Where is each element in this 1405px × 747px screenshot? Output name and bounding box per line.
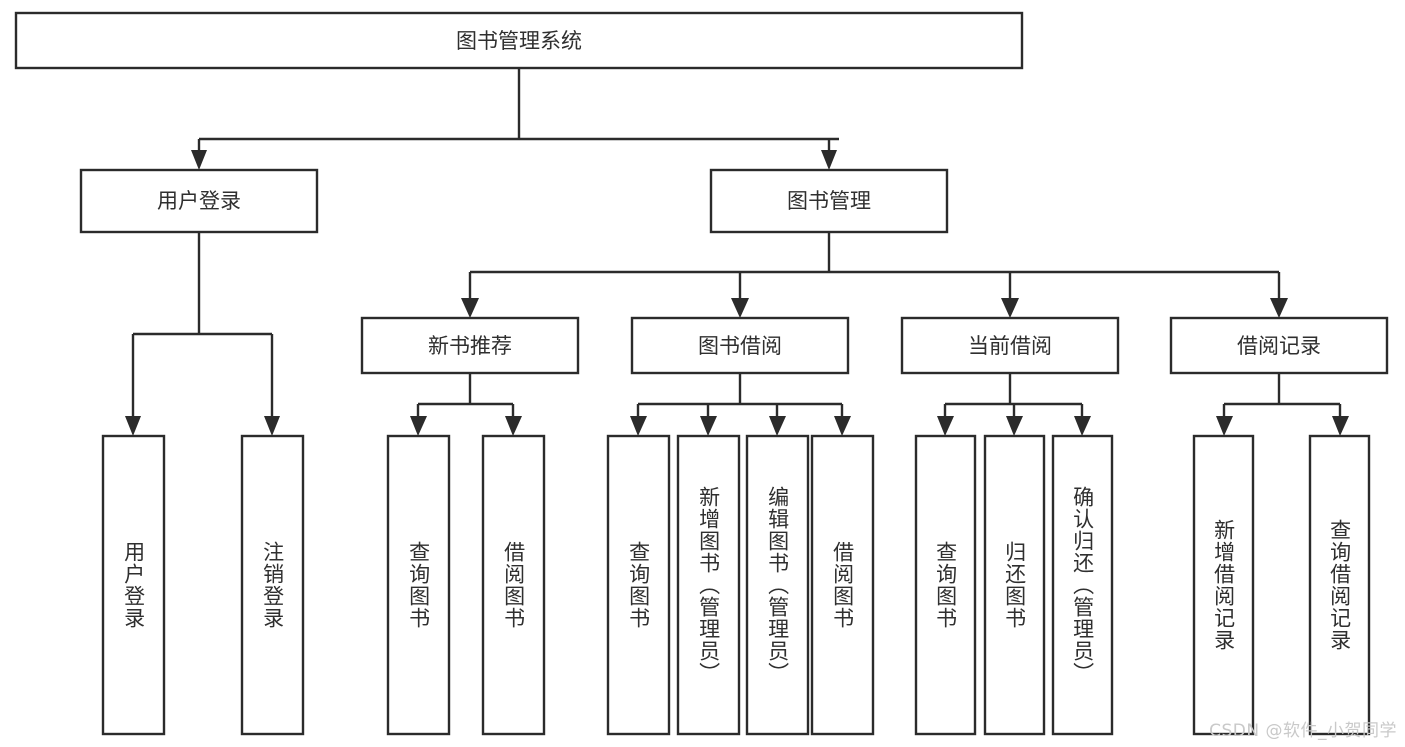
node-box-leaf-borrow-book-rec[interactable]: [481, 434, 546, 736]
arrowhead-new-book-rec: [461, 298, 479, 318]
node-box-leaf-user-login[interactable]: [101, 434, 166, 736]
node-box-leaf-logout[interactable]: [240, 434, 305, 736]
arrowhead-leaf-query-borrow-record: [1332, 416, 1349, 436]
node-box-borrow-record[interactable]: [1169, 316, 1389, 375]
node-label-borrow-record: 借阅记录: [1237, 334, 1321, 358]
node-box-user-login[interactable]: [79, 168, 319, 234]
node-box-leaf-borrow-book[interactable]: [810, 434, 875, 736]
arrowhead-borrow-record: [1270, 298, 1288, 318]
arrowhead-leaf-confirm-return-admin: [1074, 416, 1091, 436]
arrowhead-leaf-add-borrow-record: [1216, 416, 1233, 436]
node-label-book-borrow: 图书借阅: [698, 334, 782, 358]
node-box-leaf-query-book-current[interactable]: [914, 434, 977, 736]
arrowhead-leaf-borrow-book: [834, 416, 851, 436]
arrowhead-leaf-user-login: [125, 416, 141, 436]
node-box-leaf-query-book-borrow[interactable]: [606, 434, 671, 736]
node-box-leaf-query-book-rec[interactable]: [386, 434, 451, 736]
node-label-book-manage: 图书管理: [787, 189, 871, 213]
nodes: 图书管理系统 用户登录 图书管理 新书推荐 图书借阅 当前借阅 借阅记录: [14, 11, 1389, 736]
node-label-root: 图书管理系统: [456, 29, 582, 53]
arrowhead-leaf-borrow-book-rec: [505, 416, 522, 436]
node-box-leaf-add-book-admin[interactable]: [676, 434, 741, 736]
node-box-root[interactable]: [14, 11, 1024, 70]
connectors: [125, 68, 1349, 436]
arrowhead-current-borrow: [1001, 298, 1019, 318]
node-box-new-book-rec[interactable]: [360, 316, 580, 375]
node-box-book-manage[interactable]: [709, 168, 949, 234]
csdn-watermark: CSDN @软件_小贺同学: [1209, 721, 1397, 741]
arrowhead-leaf-return-book: [1006, 416, 1023, 436]
arrowhead-leaf-query-book-rec: [410, 416, 427, 436]
arrowhead-book-manage: [821, 150, 837, 170]
node-label-new-book-rec: 新书推荐: [428, 334, 512, 358]
node-box-leaf-confirm-return-admin[interactable]: [1051, 434, 1114, 736]
arrowhead-leaf-add-book-admin: [700, 416, 717, 436]
arrowhead-book-borrow: [731, 298, 749, 318]
node-box-current-borrow[interactable]: [900, 316, 1120, 375]
node-box-leaf-add-borrow-record[interactable]: [1192, 434, 1255, 736]
node-label-user-login: 用户登录: [157, 189, 241, 213]
arrowhead-leaf-edit-book-admin: [769, 416, 786, 436]
arrowhead-leaf-logout: [264, 416, 280, 436]
arrowhead-leaf-query-book-borrow: [630, 416, 647, 436]
node-box-leaf-edit-book-admin[interactable]: [745, 434, 810, 736]
arrowhead-user-login: [191, 150, 207, 170]
node-box-leaf-query-borrow-record[interactable]: [1308, 434, 1371, 736]
node-box-book-borrow[interactable]: [630, 316, 850, 375]
arrowhead-leaf-query-book-current: [937, 416, 954, 436]
node-label-current-borrow: 当前借阅: [968, 334, 1052, 358]
node-box-leaf-return-book[interactable]: [983, 434, 1046, 736]
